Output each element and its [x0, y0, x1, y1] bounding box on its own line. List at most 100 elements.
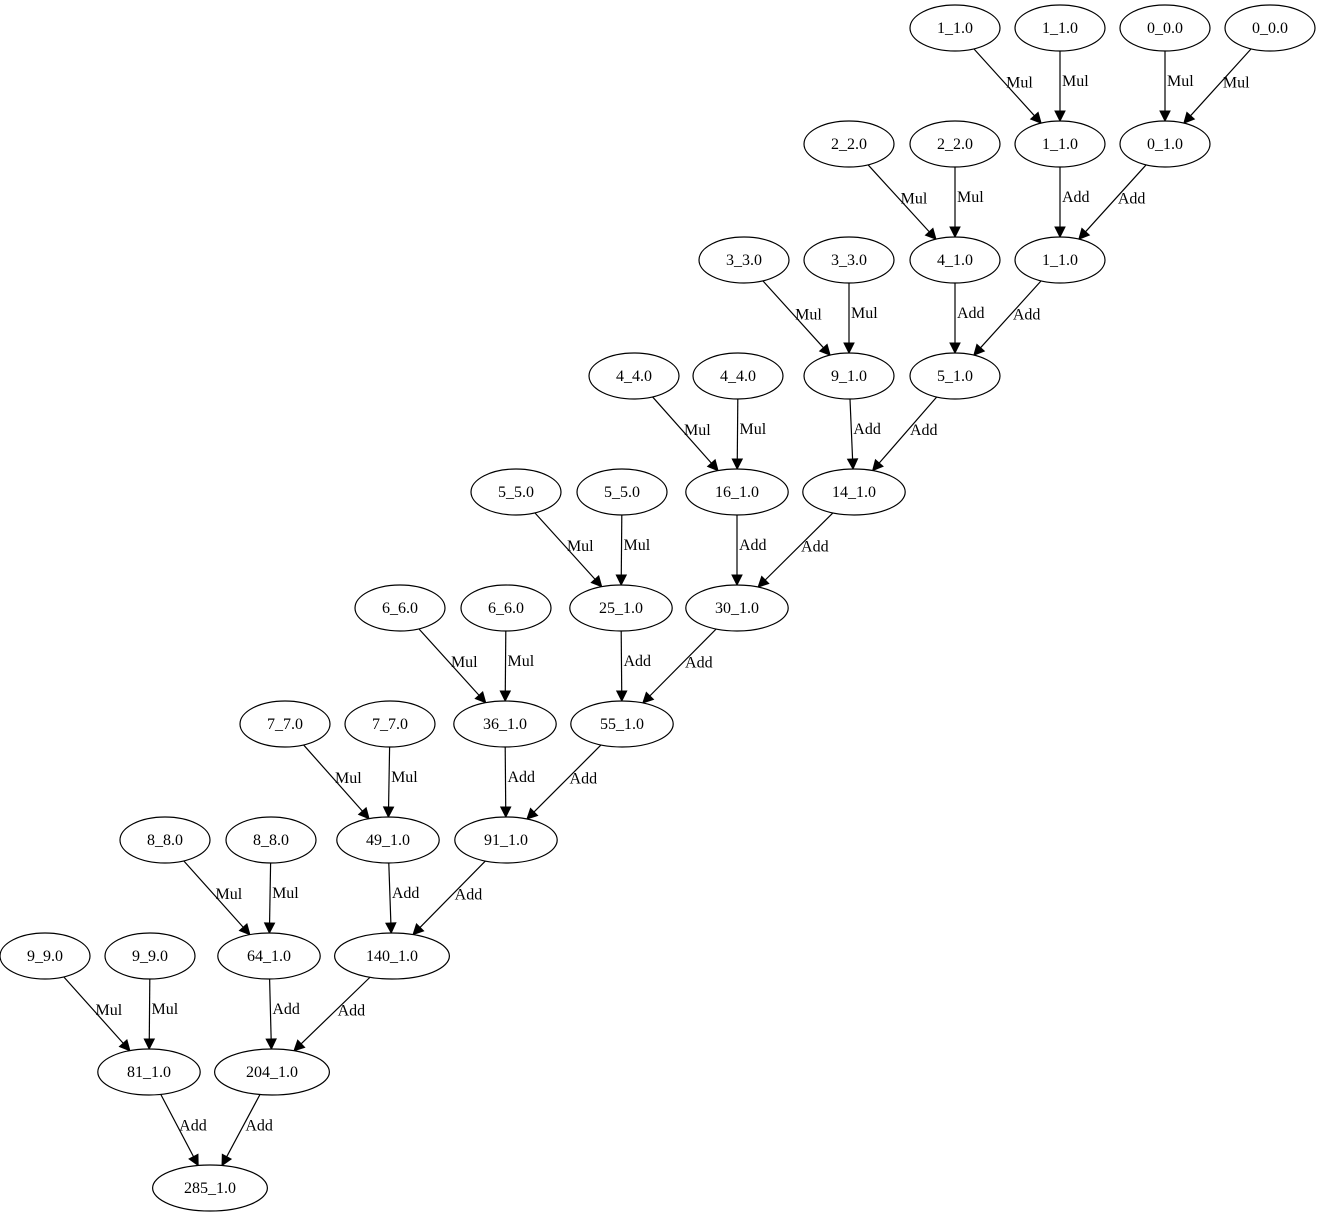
node-ellipse: [1014, 236, 1106, 284]
node-label: 5_5.0: [604, 484, 640, 501]
node-label: 140_1.0: [366, 948, 418, 965]
edge-arrowhead: [188, 1153, 199, 1167]
node-ellipse: [1014, 120, 1106, 168]
edge-line: [1085, 164, 1147, 233]
node-label: 9_9.0: [132, 948, 168, 965]
node-label: 1_1.0: [937, 20, 973, 37]
edge-arrowhead: [474, 691, 487, 704]
graph-node: 16_1.0: [685, 468, 789, 516]
node-label: 9_1.0: [831, 368, 867, 385]
edge-label: Mul: [1167, 73, 1194, 90]
edge-arrowhead: [949, 226, 961, 239]
edge-arrowhead: [706, 458, 719, 472]
edge-arrowhead: [642, 691, 655, 704]
node-label: 4_4.0: [720, 368, 756, 385]
edge-label: Add: [1013, 306, 1041, 323]
edge: Add: [293, 976, 371, 1052]
node-ellipse: [803, 352, 895, 400]
edge-line: [649, 628, 717, 697]
edge-arrowhead: [526, 807, 539, 820]
node-ellipse: [685, 584, 789, 632]
graph-node: 1_1.0: [909, 4, 1001, 52]
edge-line: [300, 976, 371, 1045]
graph-node: 9_9.0: [0, 932, 91, 980]
edge: Mul: [143, 978, 179, 1051]
edge-line: [867, 164, 930, 233]
edge: Add: [160, 1094, 207, 1167]
edge: Add: [949, 283, 985, 355]
node-label: 1_1.0: [1042, 136, 1078, 153]
edge-label: Mul: [851, 305, 878, 322]
node-ellipse: [569, 584, 673, 632]
node-label: 7_7.0: [372, 716, 408, 733]
node-ellipse: [692, 352, 784, 400]
edge: Add: [499, 746, 535, 819]
edge-label: Mul: [795, 306, 822, 323]
node-label: 5_5.0: [498, 484, 534, 501]
edge: Mul: [183, 860, 251, 936]
node-label: 81_1.0: [127, 1064, 171, 1081]
node-ellipse: [909, 120, 1001, 168]
edge-label: Add: [685, 654, 713, 671]
node-label: 2_2.0: [937, 136, 973, 153]
graph-node: 55_1.0: [570, 700, 674, 748]
node-label: 285_1.0: [184, 1180, 236, 1197]
edge-line: [652, 396, 712, 464]
edge: Add: [846, 398, 881, 471]
node-ellipse: [909, 4, 1001, 52]
edge-arrowhead: [818, 343, 831, 356]
edge-arrowhead: [382, 806, 395, 819]
graph-node: 8_8.0: [119, 816, 211, 864]
edge-label: Add: [392, 885, 420, 902]
edge: Mul: [652, 396, 719, 472]
edge-label: Mul: [567, 538, 594, 555]
edge-label: Add: [179, 1118, 207, 1135]
graph-node: 2_2.0: [803, 120, 895, 168]
edge-label: Add: [957, 305, 985, 322]
node-label: 2_2.0: [831, 136, 867, 153]
edge-line: [762, 280, 824, 349]
edge-label: Mul: [335, 770, 362, 787]
node-ellipse: [334, 932, 451, 980]
edge-label: Add: [338, 1003, 366, 1020]
graph-node: 30_1.0: [685, 584, 789, 632]
edge: Add: [731, 515, 767, 587]
node-label: 204_1.0: [246, 1064, 298, 1081]
edge: Mul: [615, 514, 651, 587]
edge-label: Add: [455, 886, 483, 903]
edge-arrowhead: [731, 574, 743, 587]
edge-label: Add: [507, 769, 535, 786]
graph-node: 1_1.0: [1014, 4, 1106, 52]
edge-label: Mul: [624, 537, 651, 554]
edge: Mul: [1183, 48, 1252, 124]
edge-arrowhead: [1159, 110, 1171, 123]
edge-line: [504, 630, 507, 692]
edge-arrowhead: [238, 922, 251, 936]
edge-label: Add: [801, 538, 829, 555]
graph-node: 0_0.0: [1119, 4, 1211, 52]
graph-node: 36_1.0: [453, 700, 557, 748]
node-ellipse: [104, 932, 196, 980]
graph-node: 81_1.0: [97, 1048, 201, 1096]
node-ellipse: [588, 352, 680, 400]
edge-line: [533, 744, 602, 813]
edge: Mul: [973, 48, 1042, 124]
edge-arrowhead: [265, 1038, 277, 1051]
graph-node: 5_1.0: [909, 352, 1001, 400]
edge-line: [878, 396, 938, 464]
edge-line: [620, 514, 623, 576]
node-ellipse: [1014, 4, 1106, 52]
graph-node: 14_1.0: [802, 468, 906, 516]
edge-label: Mul: [957, 189, 984, 206]
edge-arrowhead: [385, 922, 397, 935]
node-ellipse: [217, 932, 321, 980]
edge-line: [764, 512, 834, 581]
edge-label: Mul: [95, 1002, 122, 1019]
node-ellipse: [909, 352, 1001, 400]
edge-line: [183, 860, 244, 928]
graph-node: 6_6.0: [354, 584, 446, 632]
edge: Add: [1078, 164, 1147, 240]
node-ellipse: [698, 236, 790, 284]
node-ellipse: [152, 1164, 269, 1212]
